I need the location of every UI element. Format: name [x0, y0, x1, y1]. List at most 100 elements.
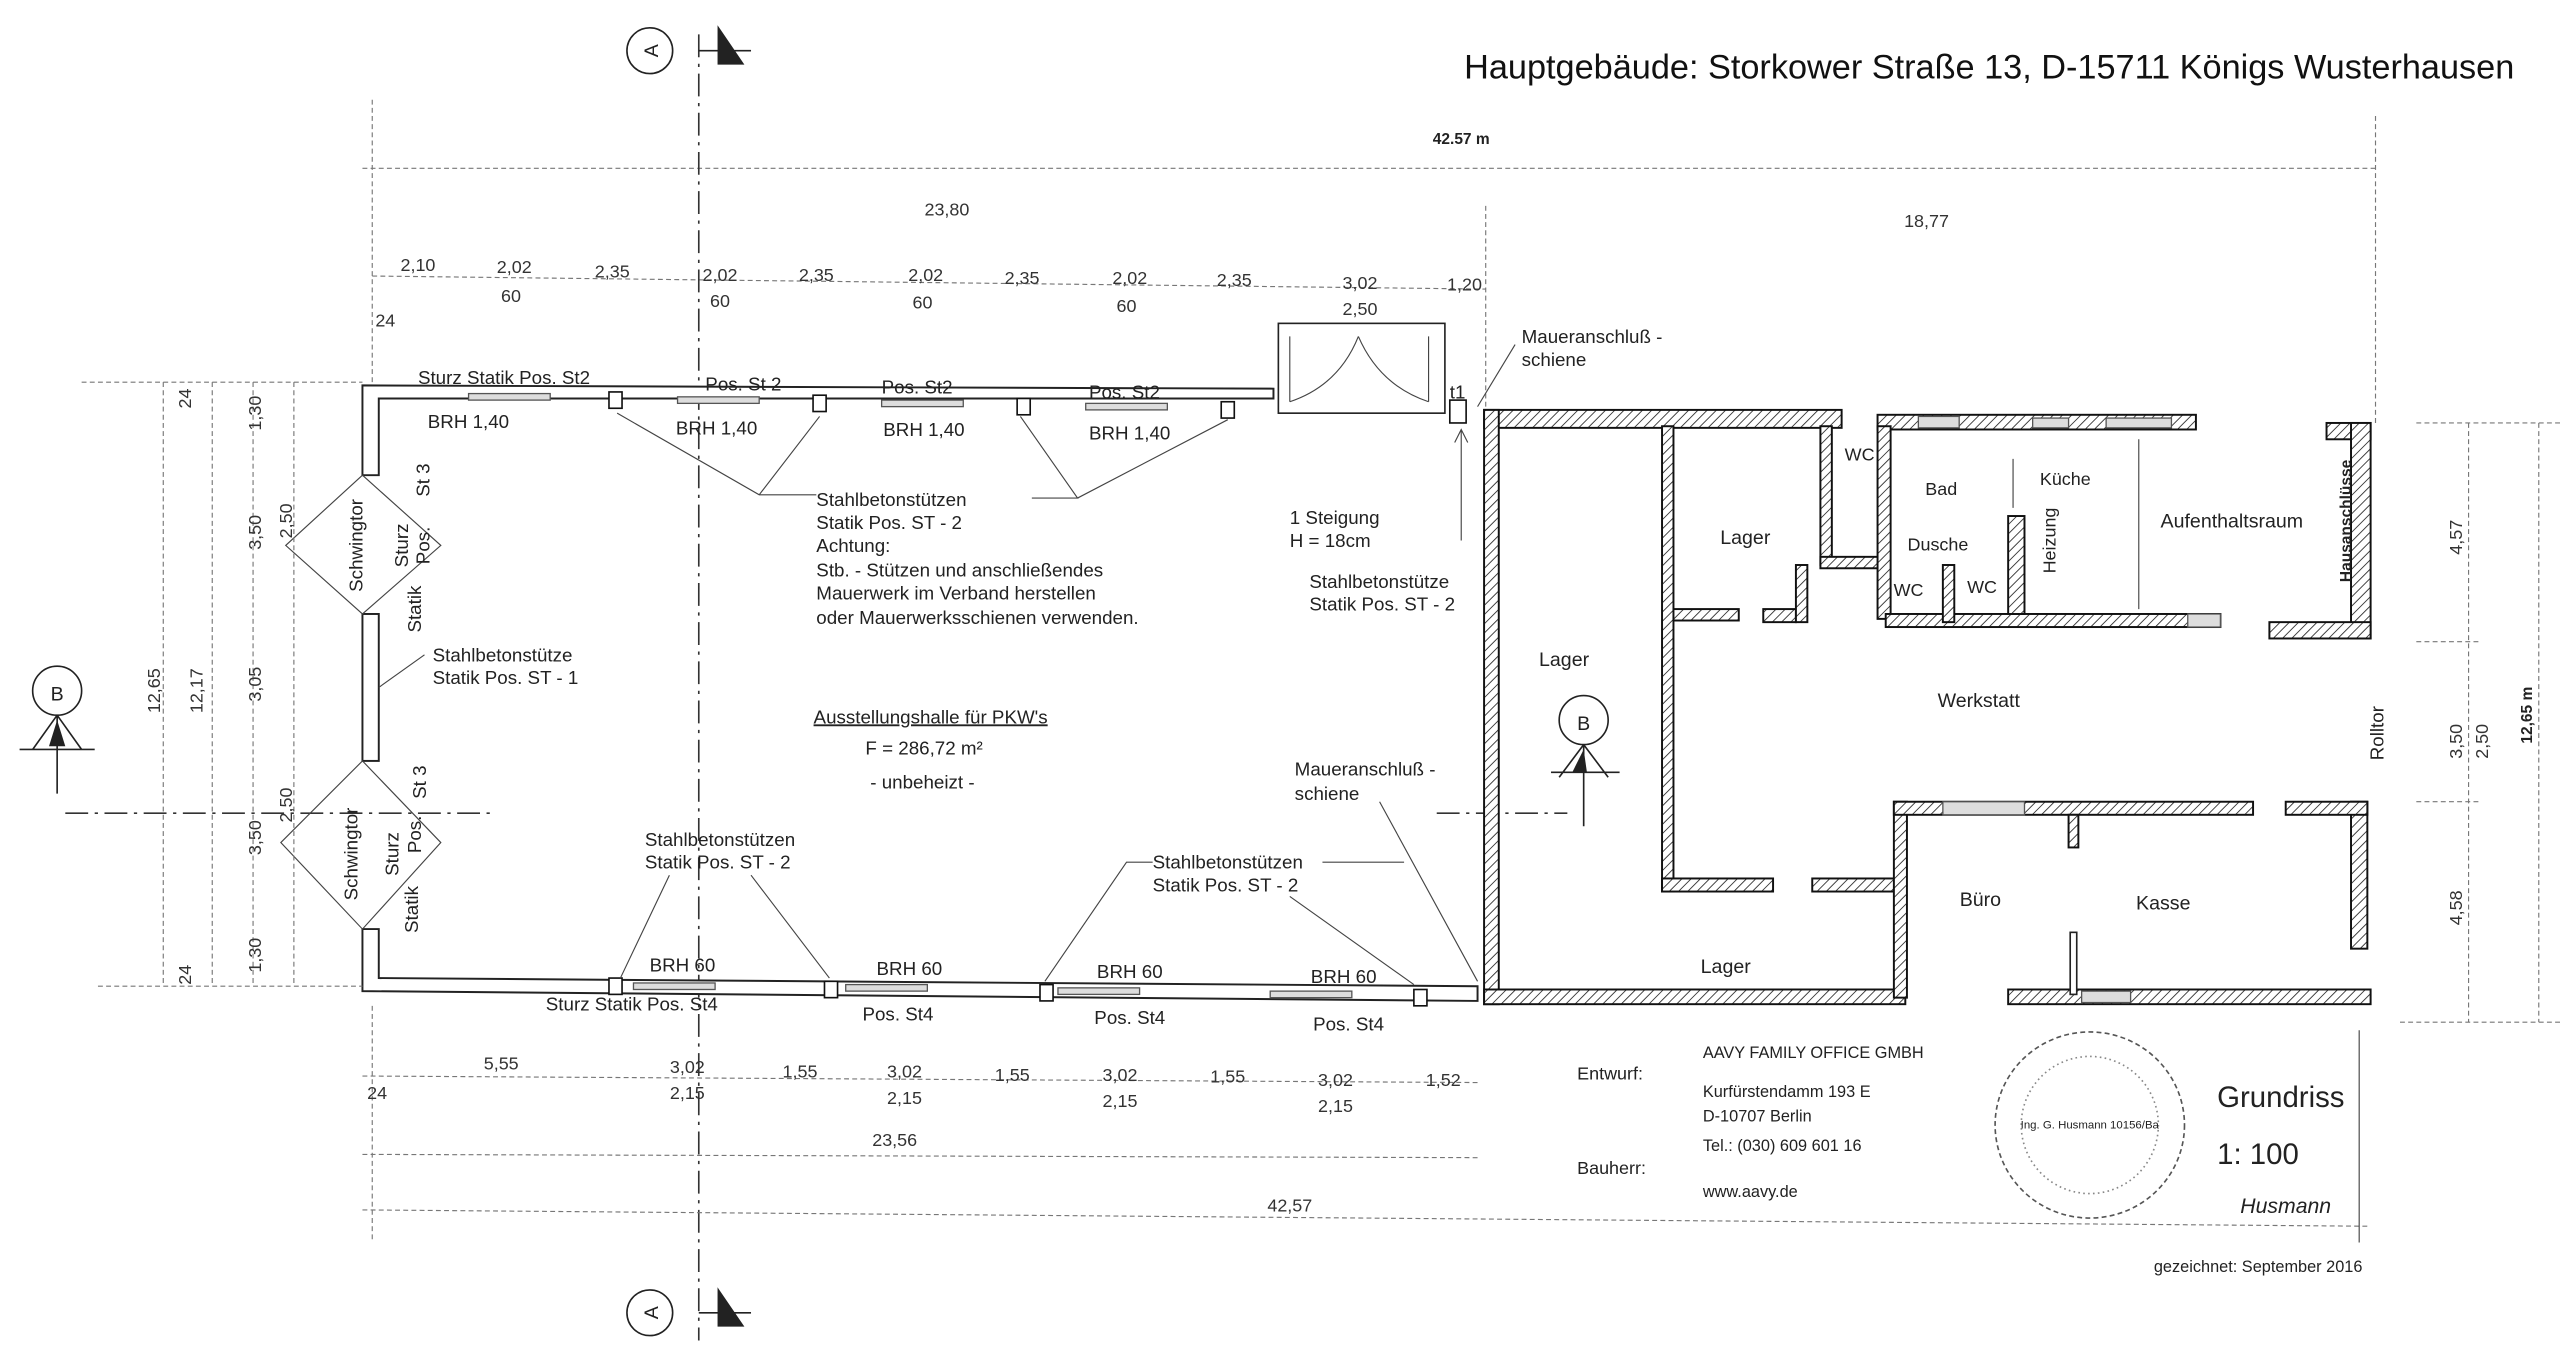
- dim-label: 24: [175, 965, 195, 985]
- dim-label: 3,50: [2446, 724, 2466, 759]
- top-dimensions: 42.57 m 23,80 18,77 2,10 2,02 2,35 2,02 …: [362, 99, 2377, 427]
- hall-heating: - unbeheizt -: [870, 772, 974, 793]
- section-letter: A: [641, 1305, 663, 1319]
- dim-label: 3,50: [245, 820, 265, 855]
- exhibition-hall-walls: [280, 322, 1479, 1007]
- room-lager: Lager: [1539, 649, 1590, 671]
- page-title: Hauptgebäude: Storkower Straße 13, D-157…: [1464, 48, 2514, 86]
- dim-label: 18,77: [1904, 211, 1949, 231]
- column-note: Stahlbetonstützen: [645, 829, 795, 850]
- column-note: oder Mauerwerksschienen verwenden.: [816, 607, 1138, 628]
- dim-label: 3,50: [245, 515, 265, 550]
- section-lines: [65, 34, 1568, 1341]
- signature: Husmann: [2240, 1195, 2331, 1218]
- wall-rail-note: schiene: [1522, 349, 1587, 370]
- hall-annotations: Sturz Statik Pos. St2 Pos. St 2 Pos. St2…: [341, 326, 1663, 1034]
- dim-label: 2,02: [497, 257, 532, 277]
- lintel-label: Pos. St2: [1089, 381, 1160, 402]
- dim-label: 1,20: [1447, 275, 1482, 295]
- dim-label: 60: [1117, 296, 1137, 316]
- column-note: Achtung:: [816, 535, 890, 556]
- gate-label: Statik: [404, 585, 425, 633]
- drawing-scale: 1: 100: [2217, 1138, 2299, 1171]
- column-note: Statik Pos. ST - 2: [645, 852, 791, 873]
- room-wc: WC: [1845, 445, 1875, 465]
- dim-label: 2,15: [1103, 1091, 1138, 1111]
- dim-label: 1,55: [995, 1065, 1030, 1085]
- dim-label: 23,56: [872, 1130, 917, 1150]
- utility-connections-label: Hausanschlüsse: [2338, 459, 2355, 582]
- dim-label: 2,02: [703, 265, 738, 285]
- dim-label: 2,50: [276, 503, 296, 538]
- lintel-label: Sturz Statik Pos. St2: [418, 367, 590, 388]
- step-note: H = 18cm: [1290, 530, 1371, 551]
- sill-height-label: BRH 60: [650, 955, 716, 976]
- dim-label: 42,57: [1267, 1196, 1312, 1216]
- room-dusche: Dusche: [1908, 534, 1969, 554]
- dim-label: 2,10: [400, 255, 435, 275]
- gate-label: Schwingtor: [345, 499, 366, 592]
- dim-label: 2,50: [2472, 724, 2492, 759]
- room-kasse: Kasse: [2136, 892, 2191, 914]
- room-lager: Lager: [1720, 527, 1771, 549]
- lintel-label: Pos. St4: [1313, 1013, 1384, 1034]
- column-note: Stahlbetonstützen: [1153, 852, 1303, 873]
- wall-rail-note: Maueranschluß -: [1522, 326, 1663, 347]
- dim-label: 12,65: [144, 668, 164, 713]
- dim-label: 2,50: [276, 788, 296, 823]
- t1-label: t1: [1450, 381, 1466, 402]
- sill-height-label: BRH 60: [1097, 961, 1163, 982]
- room-wc: WC: [1894, 580, 1924, 600]
- gate-label: Pos.: [412, 527, 433, 565]
- sill-height-label: BRH 1,40: [883, 419, 964, 440]
- left-dimensions: 24 1,30 3,50 2,50 12,65 12,17 3,05 3,50 …: [81, 381, 363, 987]
- dim-label: 4,57: [2446, 520, 2466, 555]
- wall-rail-note: schiene: [1295, 783, 1360, 804]
- section-marker-a-top: A: [626, 25, 752, 75]
- column-note: Statik Pos. ST - 2: [1309, 594, 1455, 615]
- dim-label: 2,15: [887, 1088, 922, 1108]
- hall-area: F = 286,72 m²: [865, 737, 982, 758]
- main-building-walls: [1483, 408, 2372, 1006]
- dim-label: 2,15: [670, 1083, 705, 1103]
- title-block: Entwurf: Bauherr: AAVY FAMILY OFFICE GMB…: [1577, 1030, 2362, 1276]
- room-wc: WC: [1967, 577, 1997, 597]
- dim-label: 5,55: [484, 1053, 519, 1073]
- dim-label: 3,05: [245, 667, 265, 702]
- room-heizung: Heizung: [2040, 508, 2060, 574]
- sill-height-label: BRH 1,40: [676, 417, 757, 438]
- overall-width-label: 12,65 m: [2519, 687, 2536, 744]
- dim-label: 1,30: [245, 938, 265, 973]
- designer-label: Entwurf:: [1577, 1063, 1643, 1083]
- dim-label: 2,35: [1005, 268, 1040, 288]
- dim-label: 3,02: [1318, 1070, 1353, 1090]
- room-buero: Büro: [1960, 889, 2001, 911]
- section-letter: B: [51, 684, 64, 706]
- room-aufenthaltsraum: Aufenthaltsraum: [2161, 510, 2304, 532]
- company-name: AAVY FAMILY OFFICE GMBH: [1703, 1044, 1924, 1062]
- dim-label: 3,02: [1103, 1065, 1138, 1085]
- dim-label: 2,02: [1112, 268, 1147, 288]
- column-note: Statik Pos. ST - 1: [433, 667, 579, 688]
- drawing-name: Grundriss: [2217, 1081, 2344, 1114]
- bottom-dimensions: 5,55 3,02 1,55 3,02 1,55 3,02 1,55 3,02 …: [362, 1005, 2368, 1243]
- dim-label: 23,80: [924, 200, 969, 220]
- column-note: Statik Pos. ST - 2: [816, 512, 962, 533]
- column-note: Stahlbetonstützen: [816, 489, 966, 510]
- dim-label: 3,02: [1343, 273, 1378, 293]
- column-note: Stahlbetonstütze: [1309, 571, 1449, 592]
- company-phone: Tel.: (030) 609 601 16: [1703, 1137, 1862, 1155]
- right-dimensions: 4,57 3,50 2,50 4,58 12,65 m: [2400, 422, 2560, 1023]
- dim-label: 4,58: [2446, 890, 2466, 925]
- gate-label: Pos.: [404, 816, 425, 854]
- gate-label: Sturz: [391, 524, 412, 568]
- section-letter: A: [641, 43, 663, 57]
- engineer-stamp: Ing. G. Husmann 10156/Ba: [1994, 1031, 2186, 1219]
- dim-label: 24: [175, 388, 195, 408]
- gate-label: Statik: [401, 885, 422, 933]
- section-marker-b-left: B: [19, 665, 95, 794]
- section-marker-a-bottom: A: [626, 1287, 752, 1337]
- overall-length-label: 42.57 m: [1433, 131, 1490, 148]
- dim-label: 12,17: [186, 668, 206, 713]
